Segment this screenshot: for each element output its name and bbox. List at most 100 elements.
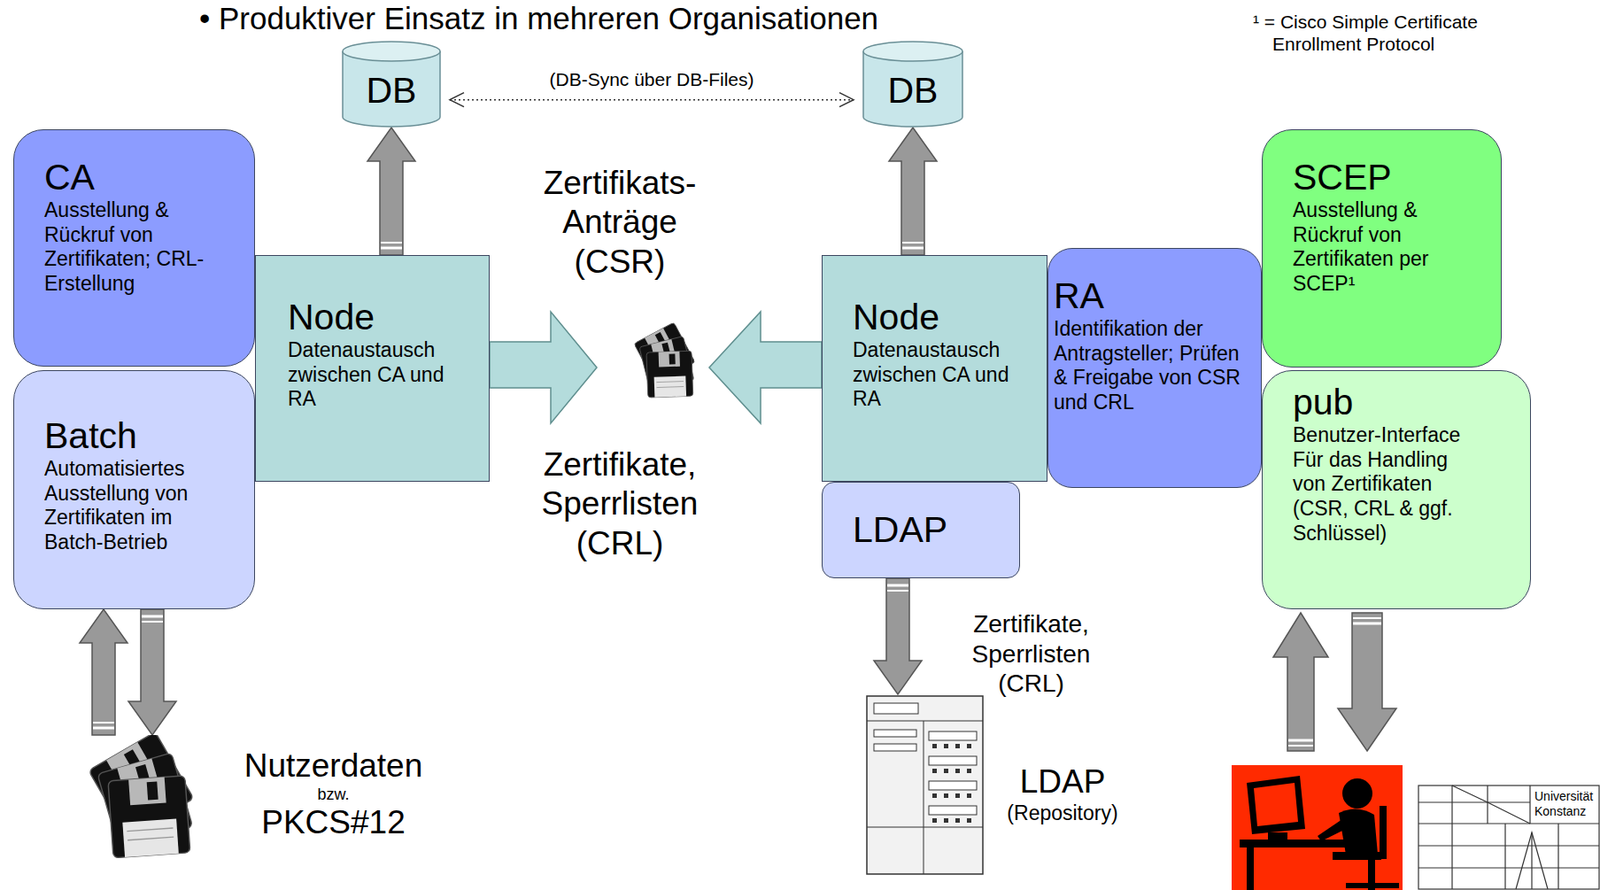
drawing-part (1418, 801, 1531, 803)
shape (928, 731, 977, 741)
arrow-stripe (141, 620, 163, 623)
arrow-stripe (92, 726, 115, 730)
drawing-part (1267, 832, 1288, 840)
user-icon (1231, 765, 1403, 890)
box-heading: SCEP (1292, 156, 1475, 199)
shape (966, 768, 972, 773)
box-heading: Batch (44, 415, 228, 457)
user-data: Nutzerdatenbzw.PKCS#12 (76, 734, 440, 877)
shape (866, 695, 983, 874)
floppy-stack (76, 734, 201, 877)
drawing-part (1231, 765, 1403, 890)
exchange-label: Zertifikate, Sperrlisten (CRL) (517, 445, 722, 564)
box-heading: RA (1053, 275, 1258, 317)
drawing-part (646, 350, 694, 398)
shape (955, 768, 960, 773)
shape (928, 780, 977, 790)
floppy-stack (633, 322, 696, 398)
shape (955, 818, 960, 823)
server-icon (865, 694, 986, 877)
box-text: Datenaustausch zwischen CA und RA (287, 338, 472, 412)
shape (932, 793, 937, 798)
drawing-part (1342, 778, 1373, 809)
shape (866, 720, 983, 722)
drawing-part (1379, 805, 1387, 859)
drawing-part (1288, 744, 1314, 747)
shape (873, 729, 917, 737)
shape (943, 743, 949, 749)
user-arrows (1273, 612, 1397, 751)
shape (923, 720, 925, 874)
drawing-part (1345, 882, 1400, 889)
shape (966, 793, 972, 798)
exchange-label: Zertifikats- Anträge (CSR) (517, 163, 722, 282)
drawing-part (1515, 832, 1548, 889)
text-area: LDAP(Repository) (994, 763, 1131, 826)
shape (966, 818, 972, 823)
drawing-part (1288, 739, 1314, 743)
shape (932, 768, 937, 773)
drawing-part (1352, 622, 1382, 626)
block-arrow (873, 578, 922, 695)
dashed-line (449, 99, 854, 101)
pub-box: pubBenutzer-Interface Für das Handling v… (1261, 370, 1531, 610)
ldap-repository: LDAP(Repository) (865, 694, 1131, 877)
arrow-stripe (141, 615, 163, 619)
drawing-part (1418, 785, 1600, 889)
drawing-part (1504, 823, 1506, 889)
database: DB (862, 40, 964, 128)
ldap-box: LDAP (821, 481, 1021, 579)
box-text: Datenaustausch zwischen CA und RA (852, 338, 1038, 412)
shape (863, 41, 963, 62)
node-box: NodeDatenaustausch zwischen CA und RA (821, 255, 1048, 482)
arrow-stripe (887, 589, 909, 592)
footnote: ¹ = Cisco Simple Certificate Enrollment … (1252, 10, 1563, 55)
box-heading: pub (1292, 381, 1477, 424)
box-text: Benutzer-Interface Für das Handling von … (1292, 423, 1477, 546)
connector-label: Zertifikate, Sperrlisten (CRL) (949, 609, 1114, 699)
box-text: (Repository) (994, 801, 1131, 827)
shape (943, 793, 949, 798)
flow-arrow (888, 127, 937, 256)
drawing-part (1452, 785, 1488, 803)
arrow-stripe (902, 241, 924, 244)
sync-connector (449, 92, 854, 108)
drawing-part (1530, 832, 1532, 889)
drawing-part (1246, 847, 1254, 890)
drawing-part (1317, 819, 1348, 842)
flow-arrow (79, 609, 128, 735)
drawing-part (1239, 839, 1351, 848)
box-heading: Node (852, 296, 1038, 339)
drawing-part (1338, 808, 1378, 855)
drawing-part (1557, 823, 1559, 889)
shape (873, 743, 917, 751)
database: DB (341, 40, 441, 128)
block-arrow (367, 127, 416, 256)
shape (932, 743, 937, 749)
box-text: Automatisiertes Ausstellung von Zertifik… (44, 456, 228, 555)
drawing-part (1487, 802, 1531, 824)
slide-title: • Produktiver Einsatz in mehreren Organi… (199, 1, 879, 37)
ca-box: CAAusstellung & Rückruf von Zertifikaten… (13, 129, 256, 367)
arrow-stripe (380, 241, 402, 244)
box-text: PKCS#12 (229, 803, 438, 843)
flow-arrow (367, 127, 416, 256)
drawing-part (1418, 866, 1600, 868)
block-arrow (888, 127, 937, 256)
arrow-stripe (92, 721, 115, 724)
arrow-stripe (902, 247, 924, 250)
drawing-part (1529, 785, 1531, 824)
flow-arrow (128, 609, 177, 735)
box-heading: Node (287, 296, 472, 339)
shape (866, 827, 983, 828)
box-heading: CA (44, 156, 219, 199)
box-text: DB (888, 69, 939, 112)
box-text: Ausstellung & Rückruf von Zertifikaten; … (44, 198, 219, 296)
block-arrow (79, 609, 128, 735)
drawing-part (1337, 612, 1397, 751)
text-area: Nutzerdatenbzw.PKCS#12 (229, 747, 438, 843)
scep-box: SCEPAusstellung & Rückruf von Zertifikat… (1261, 129, 1502, 368)
box-text: LDAP (994, 763, 1131, 802)
shape (943, 818, 949, 823)
